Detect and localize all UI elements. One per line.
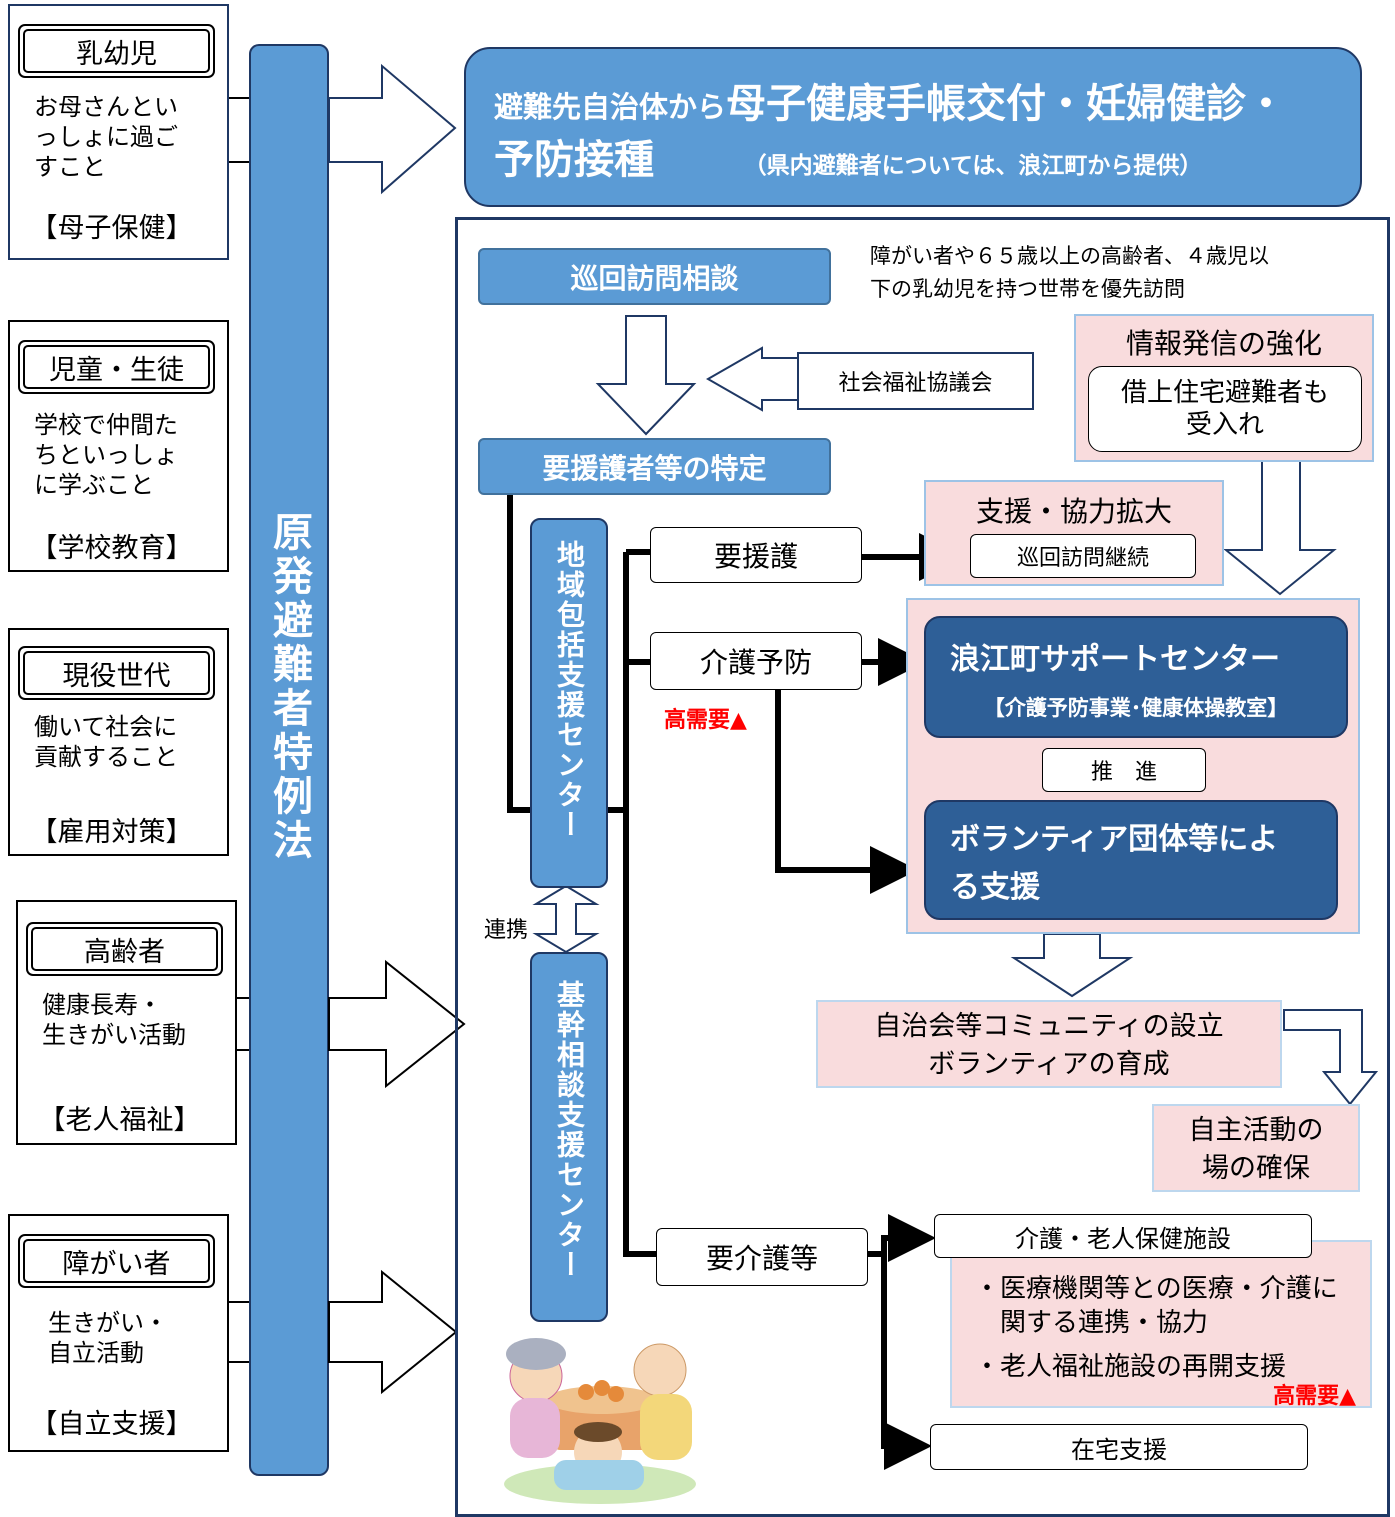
link-label: 連携 — [484, 918, 529, 943]
category-tag: 【母子保健】 — [30, 213, 193, 244]
down-arrow-icon — [595, 315, 697, 436]
expand-title: 支援・協力拡大 — [975, 495, 1172, 528]
center2-label: 基幹相談支援センター — [553, 980, 586, 1280]
down-arrow-icon — [1010, 933, 1134, 998]
need-care-box: 要介護等 — [656, 1228, 868, 1286]
top-note: （県内避難者については、浪江町から提供） — [743, 153, 1203, 179]
left-arrow-icon — [705, 346, 799, 412]
elderly-family-illustration — [504, 1338, 696, 1504]
category-title: 児童・生徒 — [18, 340, 215, 394]
place-text: 自主活動の 場の確保 — [1188, 1115, 1324, 1184]
center1-label: 地域包括支援センター — [553, 540, 586, 840]
home-support-box: 在宅支援 — [930, 1424, 1308, 1470]
medical-cooperation: ・医療機関等との医療・介護に 関する連携・協力 ・老人福祉施設の再開支援 高需要… — [950, 1240, 1372, 1409]
social-welfare-council: 社会福祉協議会 — [797, 352, 1034, 410]
category-disabled: 障がい者 生きがい・ 自立活動 【自立支援】 — [8, 1214, 229, 1452]
category-tag: 【学校教育】 — [30, 533, 193, 564]
category-infant: 乳幼児 お母さんとい っしょに過ご すこと 【母子保健】 — [8, 4, 229, 260]
expand-sub: 巡回訪問継続 — [970, 534, 1196, 578]
category-desc: 働いて社会に 貢献すること — [34, 713, 178, 771]
category-desc: お母さんとい っしょに過ご すこと — [34, 93, 178, 181]
category-elderly: 高齢者 健康長寿・ 生きがい活動 【老人福祉】 — [16, 900, 237, 1145]
bent-arrow-icon — [1283, 1009, 1379, 1106]
namie-support-center: 浪江町サポートセンター 【介護予防事業･健康体操教室】 — [924, 616, 1348, 738]
law-bar: 原発避難者特例法 — [249, 44, 329, 1476]
volunteer-text: ボランティア団体等によ る支援 — [950, 822, 1279, 905]
need-support-box: 要援護 — [650, 527, 862, 583]
info-strengthening: 情報発信の強化 借上住宅避難者も 受入れ — [1074, 314, 1374, 462]
community-text: 自治会等コミュニティの設立 ボランティアの育成 — [874, 1011, 1224, 1080]
support-expansion: 支援・協力拡大 巡回訪問継続 — [924, 480, 1224, 586]
category-tag: 【自立支援】 — [30, 1409, 193, 1440]
namie-center-sub: 【介護予防事業･健康体操教室】 — [983, 696, 1289, 720]
activity-place: 自主活動の 場の確保 — [1152, 1104, 1360, 1192]
down-arrow-icon — [1223, 459, 1337, 596]
info-sub: 借上住宅避難者も 受入れ — [1088, 366, 1362, 452]
community-establishment: 自治会等コミュニティの設立 ボランティアの育成 — [816, 1000, 1282, 1088]
medical-item-2: ・老人福祉施設の再開支援 — [974, 1352, 1287, 1382]
visit-consultation: 巡回訪問相談 — [478, 248, 831, 305]
care-prevention-box: 介護予防 — [650, 632, 862, 690]
identify-persons: 要援護者等の特定 — [478, 438, 831, 495]
top-highlight-2: 予防接種 — [494, 137, 654, 183]
promote-box: 推 進 — [1042, 748, 1206, 792]
care-facility-box: 介護・老人保健施設 — [934, 1214, 1312, 1258]
high-demand-label-2: 高需要▲ — [1273, 1384, 1356, 1409]
category-title: 乳幼児 — [18, 24, 215, 78]
maternal-health-box: 避難先自治体から母子健康手帳交付・妊婦健診・ 予防接種 （県内避難者については、… — [464, 47, 1362, 207]
category-title: 高齢者 — [26, 922, 223, 976]
category-desc: 学校で仲間た ちといっしょ に学ぶこと — [34, 411, 178, 499]
category-title: 障がい者 — [18, 1234, 215, 1288]
hollow-arrow-icon — [328, 959, 466, 1395]
community-support-center: 地域包括支援センター — [530, 518, 608, 888]
category-tag: 【雇用対策】 — [30, 817, 193, 848]
medical-item-1: ・医療機関等との医療・介護に 関する連携・協力 — [974, 1274, 1338, 1338]
hollow-arrow-icon — [328, 63, 457, 195]
top-highlight-1: 母子健康手帳交付・妊婦健診・ — [726, 81, 1287, 127]
core-consultation-center: 基幹相談支援センター — [530, 952, 608, 1322]
category-desc: 生きがい・ 自立活動 — [48, 1309, 168, 1367]
visit-note: 障がい者や６５歳以上の高齢者、４歳児以 下の乳幼児を持つ世帯を優先訪問 — [870, 244, 1269, 301]
category-desc: 健康長寿・ 生きがい活動 — [42, 991, 186, 1049]
category-title: 現役世代 — [18, 646, 215, 700]
category-tag: 【老人福祉】 — [38, 1105, 201, 1136]
law-title: 原発避難者特例法 — [266, 511, 312, 863]
high-demand-label: 高需要▲ — [664, 708, 747, 733]
category-working: 現役世代 働いて社会に 貢献すること 【雇用対策】 — [8, 628, 229, 856]
category-student: 児童・生徒 学校で仲間た ちといっしょ に学ぶこと 【学校教育】 — [8, 320, 229, 572]
volunteer-support: ボランティア団体等によ る支援 — [924, 800, 1338, 920]
top-prefix: 避難先自治体から — [494, 90, 727, 124]
namie-center-title: 浪江町サポートセンター — [950, 642, 1280, 677]
info-title: 情報発信の強化 — [1125, 327, 1322, 360]
